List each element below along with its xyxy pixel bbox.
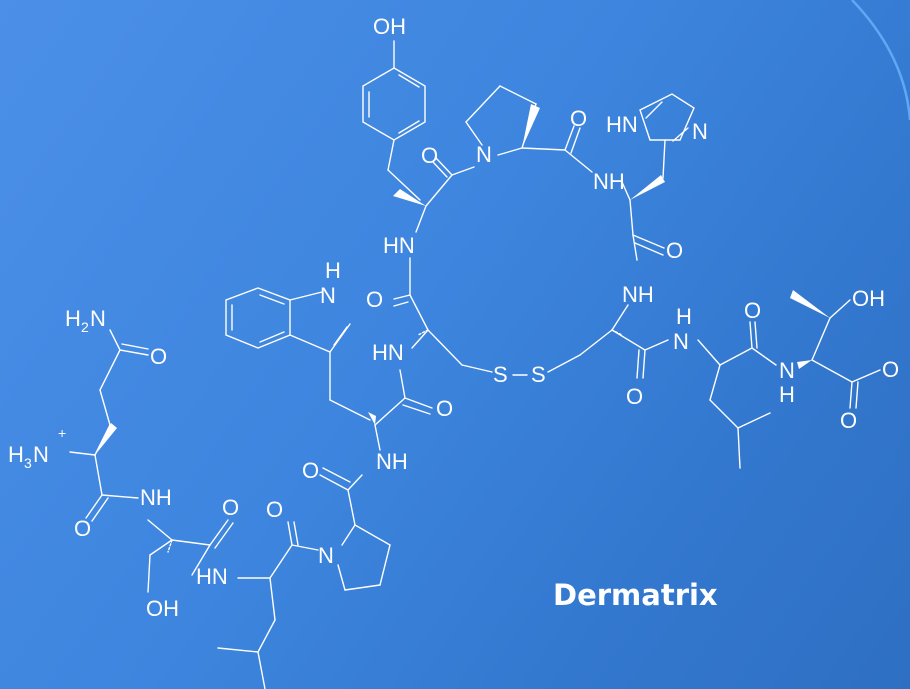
label-h-leu1: H bbox=[676, 304, 692, 329]
label-h3n-n: N bbox=[33, 442, 49, 467]
label-h2n-h: H bbox=[65, 306, 81, 331]
leucine-1 bbox=[697, 321, 777, 469]
leucine-2 bbox=[217, 577, 276, 689]
label-oh-thr: OH bbox=[852, 286, 885, 311]
label-nh-his: NH bbox=[593, 169, 625, 194]
thr-wedge-1 bbox=[790, 290, 830, 318]
label-plus: + bbox=[58, 425, 66, 441]
label-o-minus: O bbox=[882, 357, 899, 382]
label-oh-ser: OH bbox=[146, 596, 179, 621]
label-o-ring-right: O bbox=[666, 238, 683, 263]
cys-left-hash bbox=[417, 329, 429, 336]
label-h2n-n: N bbox=[90, 306, 106, 331]
ser-hash bbox=[167, 539, 173, 553]
label-hn-cys: HN bbox=[372, 340, 404, 365]
histidine bbox=[621, 93, 695, 261]
trp-backbone bbox=[319, 369, 433, 526]
proline-2 bbox=[269, 521, 391, 591]
cys-hash bbox=[611, 329, 623, 336]
label-h-indole: H bbox=[325, 258, 341, 283]
label-o-gln2: O bbox=[74, 516, 91, 541]
label-o-pro1: O bbox=[421, 143, 438, 168]
label-n-thr: N bbox=[779, 358, 795, 383]
label-hn-leu2: HN bbox=[196, 564, 228, 589]
tyr-backbone bbox=[415, 157, 475, 233]
label-s1: S bbox=[493, 362, 508, 387]
label-o-trp: O bbox=[436, 396, 453, 421]
label-n-pro2: N bbox=[318, 543, 334, 568]
label-s2: S bbox=[531, 362, 546, 387]
macrocycle-left bbox=[393, 257, 629, 376]
tyrosine-ring bbox=[362, 40, 426, 201]
label-o-ring-left: O bbox=[366, 287, 383, 312]
label-n-leu1: N bbox=[673, 329, 689, 354]
label-o-his: O bbox=[570, 106, 587, 131]
glutamine bbox=[69, 329, 149, 522]
tryptophan-indole bbox=[225, 287, 371, 421]
label-n-pro1: N bbox=[476, 142, 492, 167]
label-o-leu1-top: O bbox=[744, 298, 761, 323]
threonine bbox=[811, 299, 881, 409]
tyr-wedge bbox=[393, 189, 426, 206]
brand-caption: Dermatrix bbox=[553, 578, 718, 612]
serine bbox=[147, 519, 234, 593]
label-oh-tyr: OH bbox=[373, 14, 406, 39]
label-o-leu1-bot: O bbox=[840, 408, 857, 433]
decorative-arc bbox=[851, 0, 910, 121]
label-o-leu2: O bbox=[266, 497, 283, 522]
trp-wedge bbox=[368, 412, 376, 425]
label-o-cys: O bbox=[626, 384, 643, 409]
label-hn-imidazole: HN bbox=[606, 112, 638, 137]
label-nh-trp: NH bbox=[376, 449, 408, 474]
label-hn-tyr: HN bbox=[383, 233, 415, 258]
label-h3n-h: H bbox=[8, 442, 24, 467]
label-o-pro2: O bbox=[302, 458, 319, 483]
label-n-imidazole: N bbox=[692, 119, 708, 144]
label-h2n-sub: 2 bbox=[81, 319, 89, 335]
his-wedge bbox=[630, 175, 665, 200]
label-nh-ring-right: NH bbox=[622, 282, 654, 307]
label-h3n-sub: 3 bbox=[24, 455, 32, 471]
pro1-wedge bbox=[522, 104, 540, 148]
label-o-gln: O bbox=[150, 344, 167, 369]
label-n-indole: N bbox=[320, 283, 336, 308]
cys-right-backbone bbox=[611, 329, 669, 379]
label-nh-ser: NH bbox=[140, 485, 172, 510]
gln-wedge bbox=[95, 423, 117, 455]
label-o-ser: O bbox=[222, 495, 239, 520]
thr-wedge-2 bbox=[797, 360, 812, 369]
label-h-thr: H bbox=[779, 382, 795, 407]
